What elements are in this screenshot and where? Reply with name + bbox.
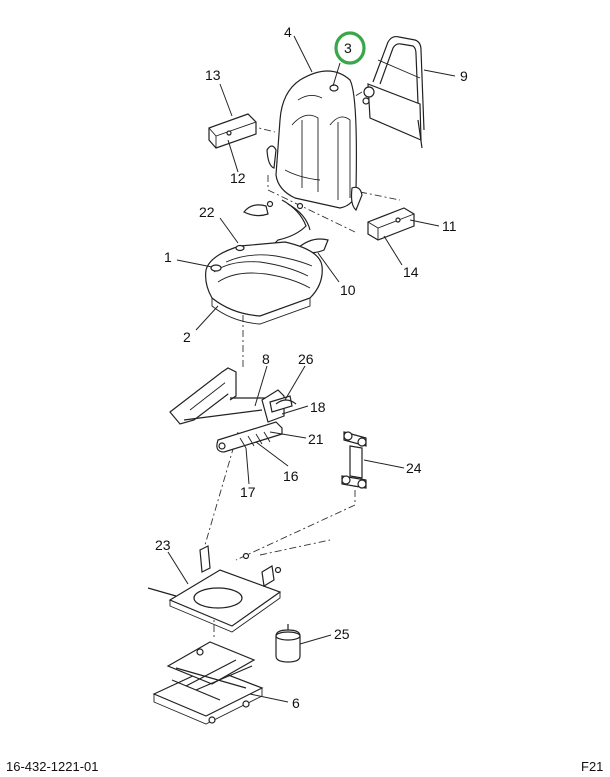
callout-22[interactable]: 22 (199, 204, 215, 220)
callout-26[interactable]: 26 (298, 351, 314, 367)
callout-4[interactable]: 4 (284, 24, 292, 40)
callout-24[interactable]: 24 (406, 460, 422, 476)
callout-16[interactable]: 16 (283, 468, 299, 484)
callout-9[interactable]: 9 (460, 68, 468, 84)
suspension-base (152, 641, 264, 725)
callout-3[interactable]: 3 (344, 40, 352, 56)
shock-absorber (341, 431, 367, 489)
highlight-ring-3 (334, 31, 366, 65)
callout-17[interactable]: 17 (240, 484, 256, 500)
callout-21[interactable]: 21 (308, 431, 324, 447)
seat-back (266, 70, 363, 211)
callout-23[interactable]: 23 (155, 537, 171, 553)
seat-cushion (205, 241, 323, 325)
figure-code: F21 (581, 759, 603, 774)
callout-1[interactable]: 1 (164, 249, 172, 265)
callout-25[interactable]: 25 (334, 626, 350, 642)
leader-lines (167, 35, 456, 703)
armrest-left (208, 113, 257, 149)
callout-2[interactable]: 2 (183, 329, 191, 345)
callout-labels: 3 4 9 13 12 22 11 1 14 10 2 8 26 18 21 2… (155, 24, 468, 711)
callout-18[interactable]: 18 (310, 399, 326, 415)
callout-6[interactable]: 6 (292, 695, 300, 711)
callout-11[interactable]: 11 (442, 218, 457, 234)
seat-frame (169, 367, 297, 453)
part-number: 16-432-1221-01 (6, 759, 99, 774)
callout-12[interactable]: 12 (230, 170, 246, 186)
callout-13[interactable]: 13 (205, 67, 221, 83)
callout-10[interactable]: 10 (340, 282, 356, 298)
callout-8[interactable]: 8 (262, 351, 270, 367)
air-spring (275, 624, 301, 663)
callout-14[interactable]: 14 (403, 264, 419, 280)
armrest-right (367, 207, 415, 241)
headrest-frame (362, 35, 425, 149)
base-plate (147, 545, 282, 633)
